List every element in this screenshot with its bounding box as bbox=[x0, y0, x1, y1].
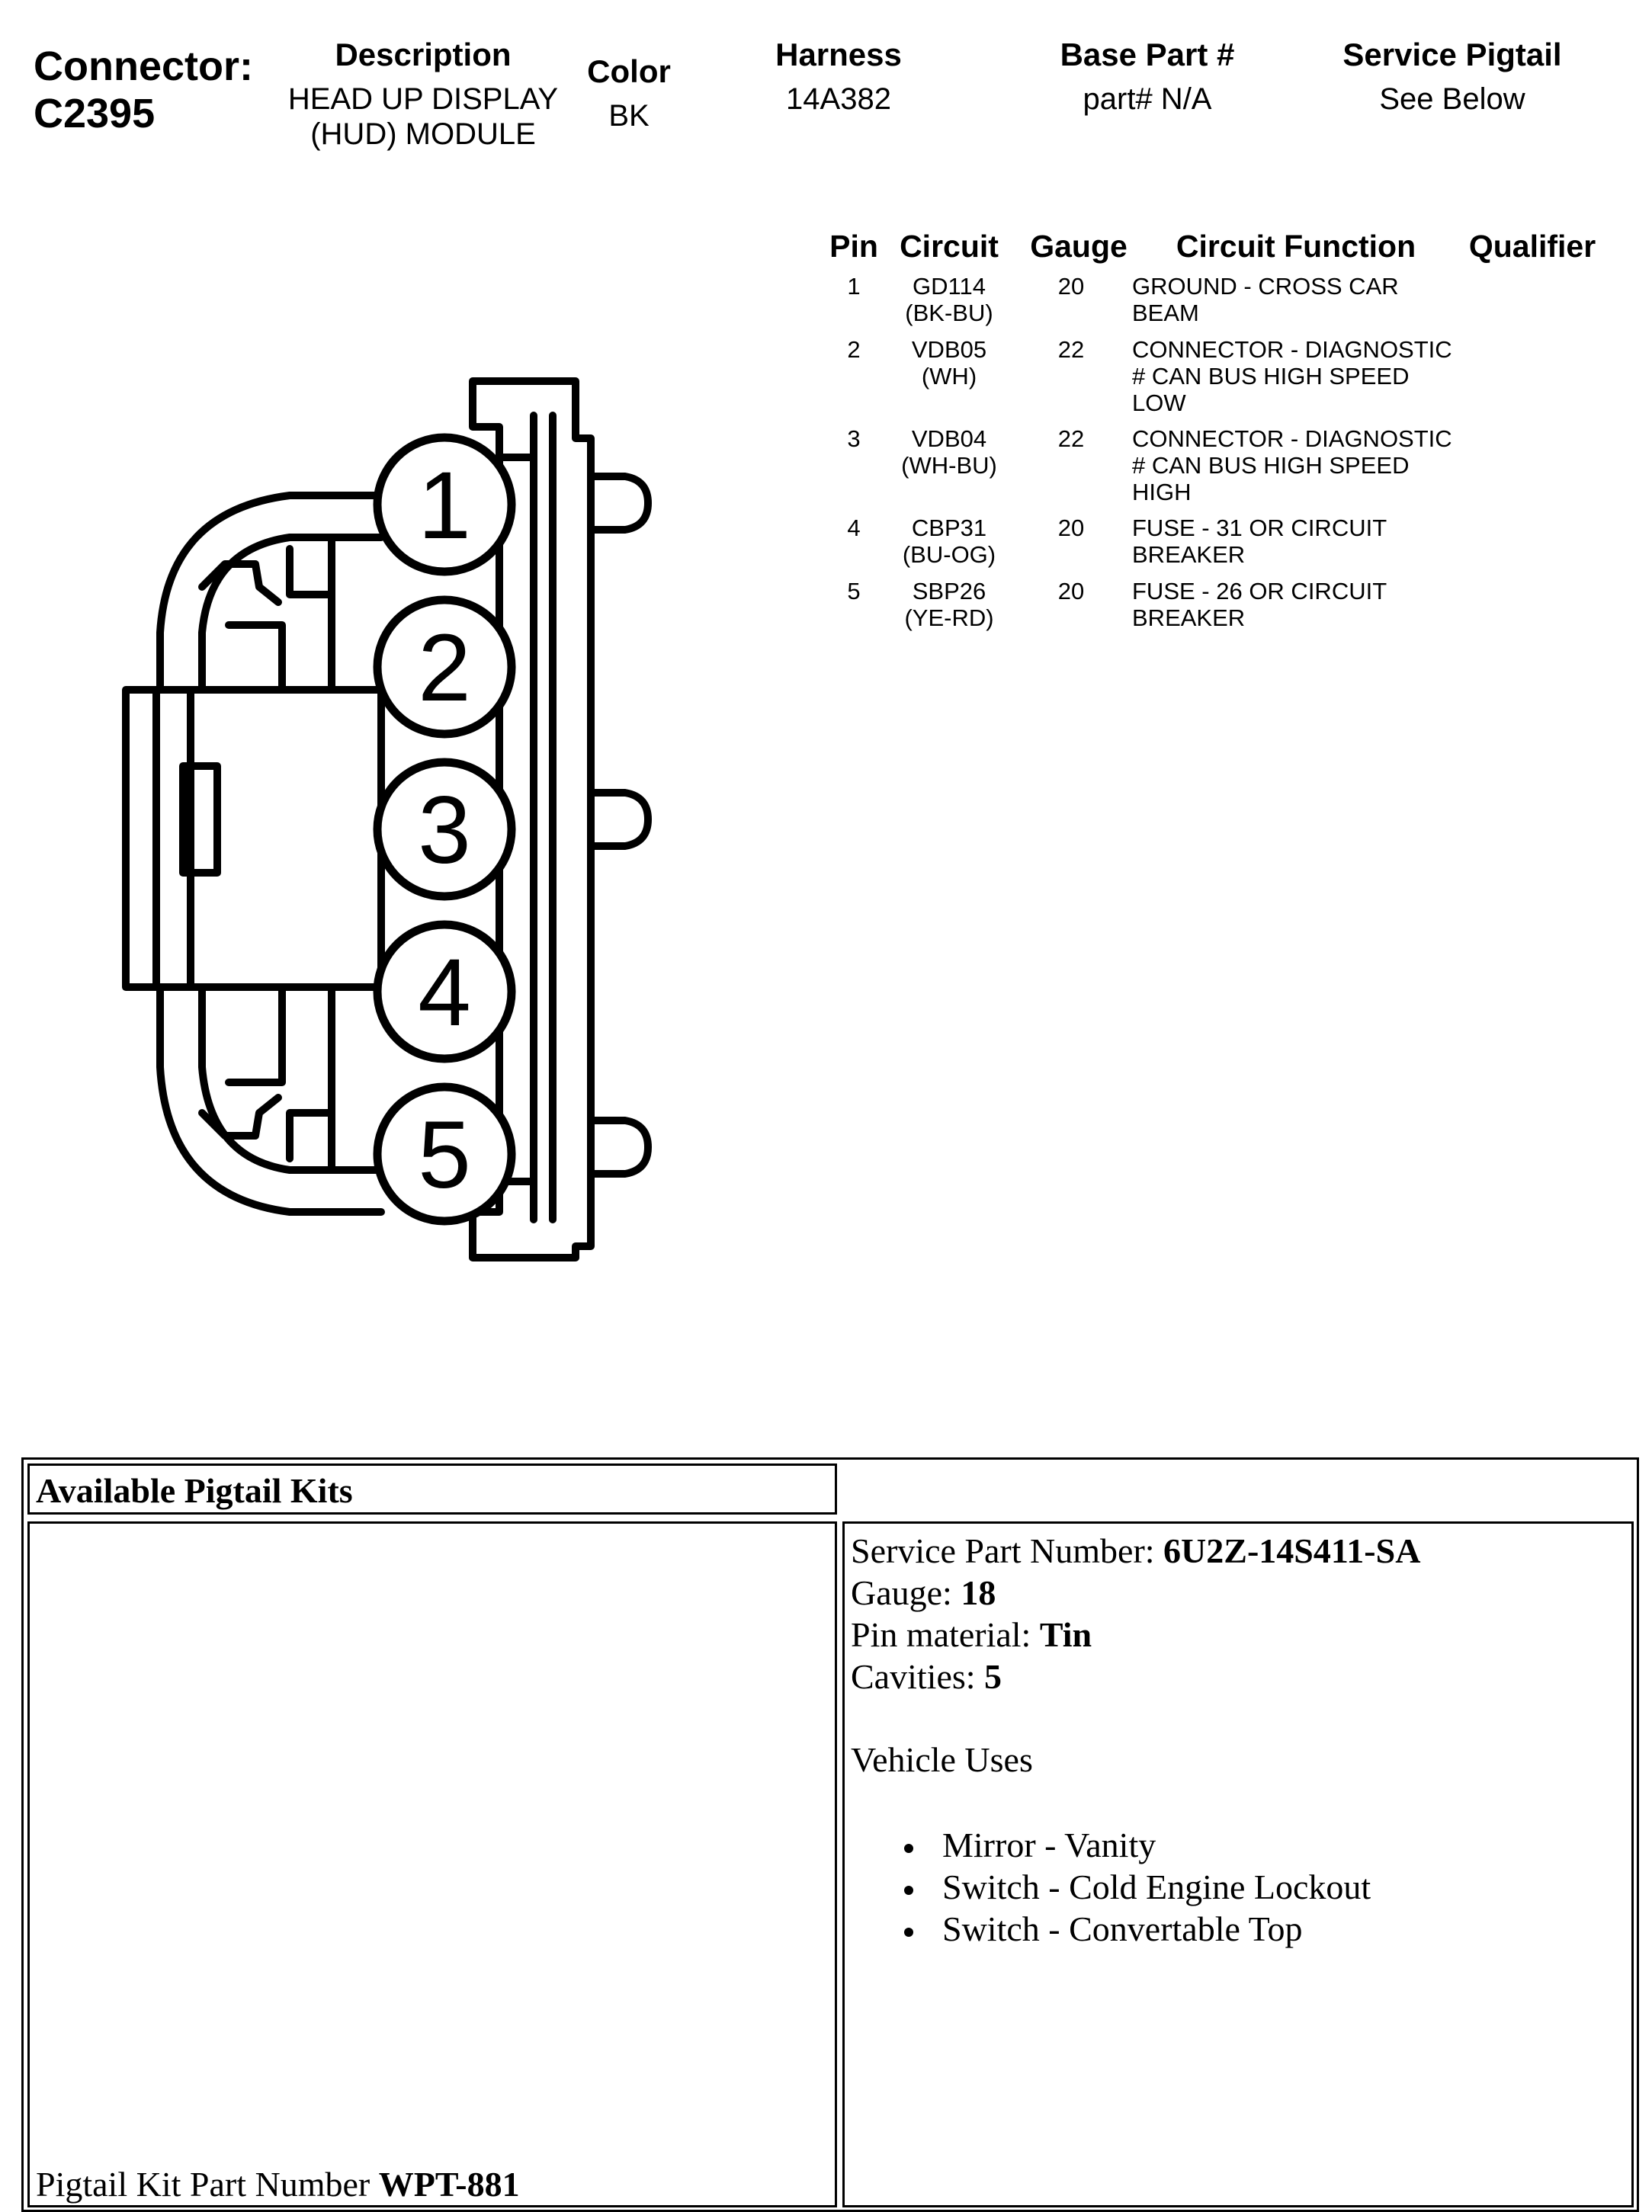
table-row-4-function-line-1: FUSE - 31 OR CIRCUIT bbox=[1132, 515, 1387, 541]
pigtail-kits-title: Available Pigtail Kits bbox=[36, 1471, 353, 1510]
color-label: Color bbox=[587, 53, 671, 89]
table-row-1-pin: 1 bbox=[847, 273, 861, 300]
table-row-3-function-line-3: HIGH bbox=[1132, 479, 1192, 505]
table-row-3-pin: 3 bbox=[847, 425, 861, 452]
kit-gauge: Gauge: 18 bbox=[851, 1573, 996, 1612]
table-row-2-circuit: VDB05 bbox=[911, 336, 987, 363]
pin-circle-1 bbox=[373, 433, 516, 576]
pin-circle-4 bbox=[373, 920, 516, 1063]
table-row-5-gauge: 20 bbox=[1057, 578, 1085, 604]
pin-circle-3 bbox=[373, 758, 516, 901]
connector-shell-outline bbox=[469, 377, 595, 1261]
table-row-5-circuit-color: (YE-RD) bbox=[904, 604, 994, 631]
description-value-1: HEAD UP DISPLAY bbox=[287, 82, 559, 116]
pin-circle-5 bbox=[373, 1082, 516, 1226]
table-row-1-function-line-1: GROUND - CROSS CAR bbox=[1132, 273, 1399, 300]
table-row-2-gauge: 22 bbox=[1057, 336, 1085, 363]
harness-value: 14A382 bbox=[786, 82, 891, 116]
connector-label: Connector: bbox=[34, 43, 253, 89]
table-row-4-circuit: CBP31 bbox=[911, 515, 987, 541]
latch-arm-lower-outer bbox=[156, 983, 385, 1216]
table-row-4-circuit-color: (BU-OG) bbox=[902, 541, 996, 568]
base-part-label: Base Part # bbox=[1060, 37, 1235, 72]
qualifier-column-header: Qualifier bbox=[1468, 229, 1596, 264]
locking-tab-upper bbox=[587, 473, 652, 534]
list-item: Switch - Convertable Top bbox=[904, 1908, 1371, 1950]
table-row-3-function-line-2: # CAN BUS HIGH SPEED bbox=[1132, 452, 1410, 479]
pin-column-header: Pin bbox=[829, 229, 878, 264]
pigtail-kit-image-cell: Pigtail Kit Part Number WPT-881 bbox=[27, 1521, 837, 2207]
pin-number-3: 3 bbox=[418, 777, 471, 883]
pin-number-2: 2 bbox=[418, 615, 471, 721]
pigtail-kits-title-cell: Available Pigtail Kits bbox=[27, 1463, 837, 1515]
table-row-4-pin: 4 bbox=[847, 515, 861, 541]
vehicle-uses-list: Mirror - Vanity Switch - Cold Engine Loc… bbox=[904, 1824, 1371, 1950]
list-item: Mirror - Vanity bbox=[904, 1824, 1371, 1866]
body-slot bbox=[179, 762, 221, 877]
service-pigtail-label: Service Pigtail bbox=[1342, 37, 1562, 72]
table-row-4-function-line-2: BREAKER bbox=[1132, 541, 1246, 568]
connector-body bbox=[122, 686, 385, 991]
locking-tab-lower bbox=[587, 1117, 652, 1178]
table-row-1-gauge: 20 bbox=[1057, 273, 1085, 300]
table-row-4-gauge: 20 bbox=[1057, 515, 1085, 541]
connector-id: C2395 bbox=[34, 91, 156, 136]
pin-number-4: 4 bbox=[418, 940, 471, 1046]
service-part-number: Service Part Number: 6U2Z-14S411-SA bbox=[851, 1531, 1421, 1570]
table-row-5-circuit: SBP26 bbox=[912, 578, 986, 604]
circuit-column-header: Circuit bbox=[900, 229, 999, 264]
list-item: Switch - Cold Engine Lockout bbox=[904, 1866, 1371, 1908]
vehicle-uses-label: Vehicle Uses bbox=[851, 1740, 1033, 1779]
pin-number-5: 5 bbox=[418, 1102, 471, 1208]
table-row-2-function-line-3: LOW bbox=[1132, 390, 1186, 416]
table-row-2-function-line-2: # CAN BUS HIGH SPEED bbox=[1132, 363, 1410, 390]
table-row-1-circuit-color: (BK-BU) bbox=[905, 300, 993, 326]
table-row-5-function-line-1: FUSE - 26 OR CIRCUIT bbox=[1132, 578, 1387, 604]
description-value-2: (HUD) MODULE bbox=[310, 117, 536, 151]
table-row-1-function-line-2: BEAM bbox=[1132, 300, 1199, 326]
connector-face-diagram: 1 2 3 4 5 bbox=[122, 377, 652, 1261]
table-row-3-circuit-color: (WH-BU) bbox=[901, 452, 997, 479]
pigtail-kit-details-cell: Service Part Number: 6U2Z-14S411-SA Gaug… bbox=[842, 1521, 1634, 2207]
table-row-2-function-line-1: CONNECTOR - DIAGNOSTIC bbox=[1132, 336, 1452, 363]
circuit-function-column-header: Circuit Function bbox=[1176, 229, 1416, 264]
description-label: Description bbox=[335, 37, 512, 72]
gauge-column-header: Gauge bbox=[1030, 229, 1128, 264]
table-row-5-pin: 5 bbox=[847, 578, 861, 604]
kit-cavities: Cavities: 5 bbox=[851, 1657, 1002, 1696]
kit-pin-material: Pin material: Tin bbox=[851, 1615, 1092, 1654]
table-row-3-function-line-1: CONNECTOR - DIAGNOSTIC bbox=[1132, 425, 1452, 452]
table-row-3-gauge: 22 bbox=[1057, 425, 1085, 452]
harness-label: Harness bbox=[775, 37, 902, 72]
pin-circle-2 bbox=[373, 595, 516, 739]
table-row-2-pin: 2 bbox=[847, 336, 861, 363]
base-part-value: part# N/A bbox=[1083, 82, 1212, 116]
locking-tab-middle bbox=[587, 789, 652, 850]
pin-number-1: 1 bbox=[418, 453, 471, 559]
table-row-1-circuit: GD114 bbox=[913, 273, 986, 300]
table-row-2-circuit-color: (WH) bbox=[921, 363, 977, 390]
latch-arm-upper-outer bbox=[156, 492, 385, 694]
table-row-5-function-line-2: BREAKER bbox=[1132, 604, 1246, 631]
service-pigtail-value: See Below bbox=[1379, 82, 1525, 116]
pigtail-kit-part-number: Pigtail Kit Part Number WPT-881 bbox=[36, 2165, 520, 2204]
table-row-3-circuit: VDB04 bbox=[911, 425, 987, 452]
color-value: BK bbox=[608, 99, 650, 133]
